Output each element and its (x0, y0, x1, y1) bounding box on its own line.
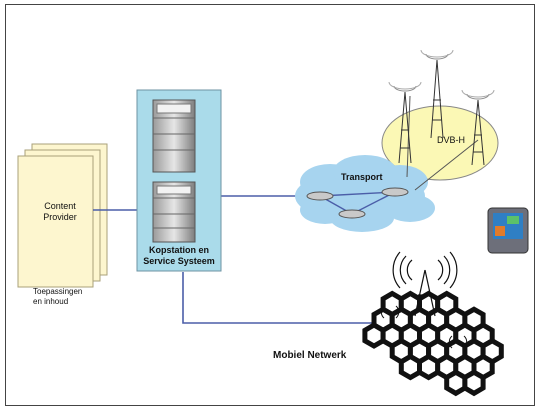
hex-cell (444, 369, 468, 397)
content-provider-line1: Content (44, 201, 76, 211)
hex-cell (362, 322, 386, 349)
transport-label: Transport (341, 172, 383, 182)
dvbh-label: DVB-H (437, 135, 466, 145)
antenna-tower-icon (388, 49, 495, 166)
router-icon (306, 187, 409, 219)
handheld-tv-icon (487, 207, 529, 254)
cell-tower-icon (392, 251, 458, 317)
hex-cell (417, 353, 441, 381)
kopstation-line2: Service Systeem (143, 256, 215, 266)
hex-cell (398, 353, 422, 381)
hex-cell (462, 369, 486, 397)
content-provider-line2: Provider (43, 212, 77, 222)
toepassingen-label: Toepassingen en inhoud (33, 287, 82, 307)
content-provider-label: Content Provider (40, 201, 80, 223)
server-icon (152, 181, 196, 243)
toepassingen-line1: Toepassingen (33, 287, 83, 296)
kopstation-line1: Kopstation en (149, 245, 209, 255)
server-icon (152, 99, 196, 173)
content-provider-pages (17, 143, 108, 288)
hexagon-grid (362, 290, 504, 397)
transport-cloud (295, 155, 435, 232)
mobile-link (182, 272, 372, 324)
mobiel-netwerk-label: Mobiel Netwerk (273, 350, 347, 361)
connection-lines (93, 195, 372, 324)
toepassingen-line2: en inhoud (33, 297, 69, 306)
cell-tower-icon (380, 305, 468, 349)
kopstation-label: Kopstation en Service Systeem (140, 245, 218, 267)
